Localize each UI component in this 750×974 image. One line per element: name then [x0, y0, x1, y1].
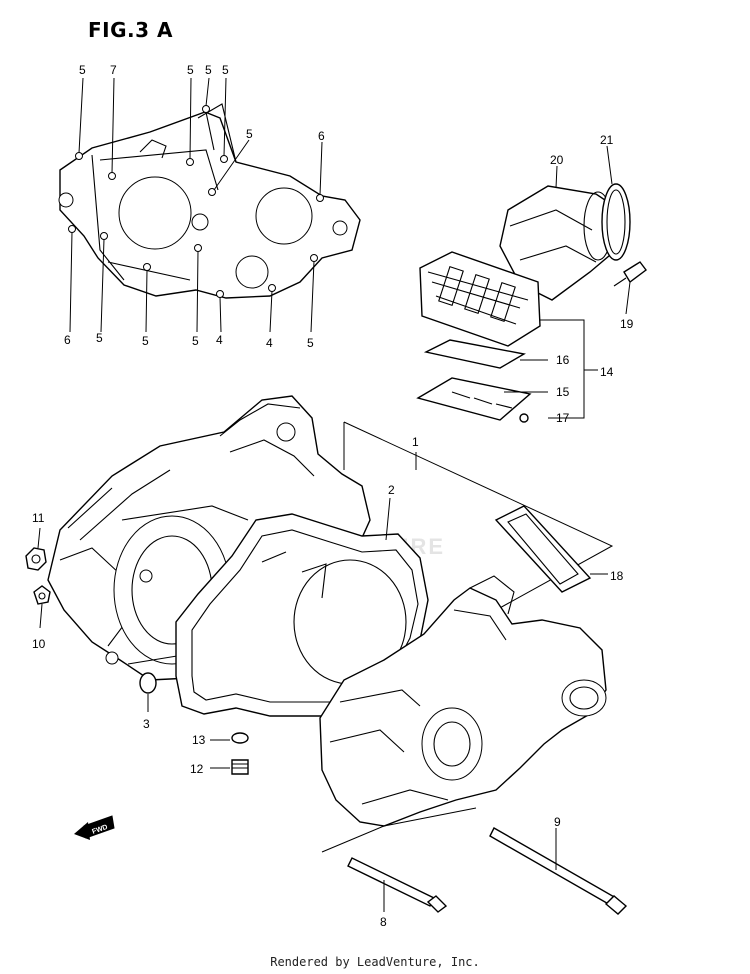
- callout-label: 3: [143, 717, 150, 731]
- callout-label: 16: [556, 353, 570, 367]
- callout-label: 10: [32, 637, 46, 651]
- intake-reed-assembly: [416, 145, 647, 423]
- callout-label: 5: [246, 127, 253, 141]
- callout-label: 15: [556, 385, 570, 399]
- callout-label: 7: [110, 63, 117, 77]
- callout-label: 5: [187, 63, 194, 77]
- crankcase-bolts: [347, 827, 628, 915]
- callout-label: 21: [600, 133, 614, 147]
- callout-label: 20: [550, 153, 564, 167]
- callout-label: 6: [64, 333, 71, 347]
- callout-label: 4: [266, 336, 273, 350]
- crankcase-right: [319, 575, 607, 853]
- callout-labels: 5 7 5 5 5 5 6 20 21 6 5 5 5 4 4 5 19 16 …: [32, 63, 634, 929]
- crankcase-gasket: [175, 497, 429, 717]
- callout-label: 5: [79, 63, 86, 77]
- callout-label: 13: [192, 733, 206, 747]
- callout-label: 1: [412, 435, 419, 449]
- callout-label: 5: [142, 334, 149, 348]
- footer-credit: Rendered by LeadVenture, Inc.: [270, 955, 480, 969]
- callout-label: 17: [556, 411, 570, 425]
- assembly-bracket: [343, 421, 614, 621]
- callout-label: 6: [318, 129, 325, 143]
- callout-label: 11: [32, 511, 45, 525]
- callout-label: 9: [554, 815, 561, 829]
- crankcase-inner-view: [58, 77, 361, 333]
- callout-label: 19: [620, 317, 634, 331]
- callout-label: 5: [96, 331, 103, 345]
- callout-label: 5: [307, 336, 314, 350]
- callout-label: 8: [380, 915, 387, 929]
- callout-label: 14: [600, 365, 614, 379]
- callout-label: 4: [216, 333, 223, 347]
- fwd-arrow-icon: [74, 815, 115, 840]
- figure-title: FIG.3 A: [88, 18, 173, 42]
- callout-label: 5: [192, 334, 199, 348]
- drain-plug: [210, 732, 249, 775]
- callout-label: 5: [205, 63, 212, 77]
- callout-label: 2: [388, 483, 395, 497]
- callout-label: 18: [610, 569, 624, 583]
- callout-label: 5: [222, 63, 229, 77]
- callout-label: 12: [190, 762, 204, 776]
